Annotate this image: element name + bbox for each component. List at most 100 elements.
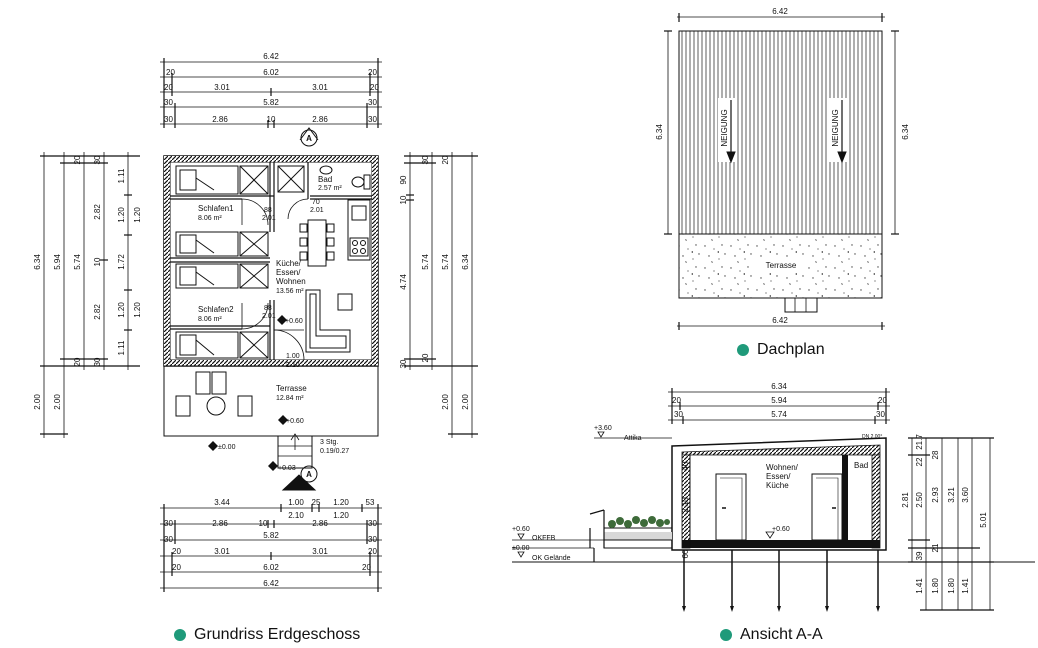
svg-text:2.10: 2.10 xyxy=(681,497,690,513)
svg-text:30: 30 xyxy=(93,155,102,164)
svg-text:1.20: 1.20 xyxy=(333,511,349,520)
svg-text:+0.03: +0.03 xyxy=(278,465,296,472)
svg-text:40: 40 xyxy=(681,461,690,470)
svg-text:Wohnen: Wohnen xyxy=(276,277,306,286)
svg-text:1.41: 1.41 xyxy=(961,578,970,594)
svg-text:1.20: 1.20 xyxy=(117,207,126,223)
svg-text:5.82: 5.82 xyxy=(263,98,279,107)
svg-text:25: 25 xyxy=(312,498,321,507)
svg-text:2.82: 2.82 xyxy=(93,204,102,220)
svg-text:1.00: 1.00 xyxy=(288,498,304,507)
svg-text:2.10: 2.10 xyxy=(286,362,300,369)
svg-text:±0.00: ±0.00 xyxy=(512,545,530,552)
svg-text:2.00: 2.00 xyxy=(53,394,62,410)
svg-text:20: 20 xyxy=(672,396,681,405)
svg-text:1.20: 1.20 xyxy=(133,302,142,318)
svg-text:6.42: 6.42 xyxy=(772,316,788,325)
section-marker-top xyxy=(299,127,319,147)
svg-text:3.21: 3.21 xyxy=(947,487,956,503)
svg-text:30: 30 xyxy=(368,115,377,124)
svg-text:1.20: 1.20 xyxy=(133,207,142,223)
svg-text:6.34: 6.34 xyxy=(461,254,470,270)
roof-labels: 6.42 6.42 6.34 6.34 NEIGUNG NEIGUNG Terr… xyxy=(655,7,910,325)
svg-text:2.86: 2.86 xyxy=(212,115,228,124)
svg-text:5.94: 5.94 xyxy=(53,254,62,270)
svg-text:20: 20 xyxy=(73,357,82,366)
svg-text:20: 20 xyxy=(368,547,377,556)
svg-text:+3.60: +3.60 xyxy=(594,425,612,432)
svg-text:20: 20 xyxy=(441,155,450,164)
svg-text:5.74: 5.74 xyxy=(441,254,450,270)
svg-text:4.74: 4.74 xyxy=(399,274,408,290)
svg-text:Bad: Bad xyxy=(854,461,868,470)
svg-text:2.01: 2.01 xyxy=(262,313,276,320)
svg-text:30: 30 xyxy=(93,357,102,366)
svg-text:5.74: 5.74 xyxy=(73,254,82,270)
svg-text:10: 10 xyxy=(93,257,102,266)
svg-text:5.74: 5.74 xyxy=(421,254,430,270)
svg-text:20: 20 xyxy=(172,563,181,572)
svg-text:Schlafen1: Schlafen1 xyxy=(198,204,234,213)
bullet-dot-icon xyxy=(174,629,186,641)
svg-text:70: 70 xyxy=(312,199,320,206)
svg-text:30: 30 xyxy=(164,115,173,124)
svg-text:1.00: 1.00 xyxy=(286,353,300,360)
svg-text:2.00: 2.00 xyxy=(461,394,470,410)
svg-text:Wohnen/: Wohnen/ xyxy=(766,463,799,472)
caption-section-text: Ansicht A-A xyxy=(740,626,823,643)
svg-text:NEIGUNG: NEIGUNG xyxy=(831,109,840,146)
svg-text:10: 10 xyxy=(259,519,268,528)
svg-text:1.11: 1.11 xyxy=(117,168,126,184)
svg-text:2.50: 2.50 xyxy=(915,492,924,508)
svg-text:12.84 m²: 12.84 m² xyxy=(276,395,304,402)
svg-text:Küche: Küche xyxy=(766,481,789,490)
svg-text:6.02: 6.02 xyxy=(263,68,279,77)
section-marker-bottom xyxy=(281,465,318,491)
svg-text:+0.60: +0.60 xyxy=(512,526,530,533)
svg-text:+0.60: +0.60 xyxy=(285,318,303,325)
svg-text:3.01: 3.01 xyxy=(214,547,230,556)
svg-text:39: 39 xyxy=(915,551,924,560)
section-labels: 6.34 20 5.94 20 30 5.74 30 +3.60 Attika … xyxy=(512,382,988,594)
svg-text:30: 30 xyxy=(164,519,173,528)
caption-floorplan-text: Grundriss Erdgeschoss xyxy=(194,626,361,643)
svg-text:2.93: 2.93 xyxy=(931,487,940,503)
svg-text:5.94: 5.94 xyxy=(771,396,787,405)
svg-text:2.01: 2.01 xyxy=(262,215,276,222)
svg-text:Essen/: Essen/ xyxy=(766,472,791,481)
svg-text:30: 30 xyxy=(421,155,430,164)
svg-text:6.34: 6.34 xyxy=(771,382,787,391)
svg-text:Küche/: Küche/ xyxy=(276,259,302,268)
svg-text:3.44: 3.44 xyxy=(214,498,230,507)
svg-text:20: 20 xyxy=(370,83,379,92)
svg-text:20: 20 xyxy=(878,396,887,405)
svg-text:2.82: 2.82 xyxy=(93,304,102,320)
svg-text:Essen/: Essen/ xyxy=(276,268,301,277)
svg-text:Terrasse: Terrasse xyxy=(276,384,307,393)
svg-text:30: 30 xyxy=(368,535,377,544)
svg-text:3.60: 3.60 xyxy=(961,487,970,503)
svg-text:2.00: 2.00 xyxy=(33,394,42,410)
svg-text:90: 90 xyxy=(399,175,408,184)
svg-text:1.11: 1.11 xyxy=(117,340,126,356)
svg-text:+0.60: +0.60 xyxy=(286,418,304,425)
dim-top-642: 6.42 xyxy=(263,52,279,61)
svg-text:10: 10 xyxy=(267,115,276,124)
svg-text:20: 20 xyxy=(172,547,181,556)
svg-text:1.41: 1.41 xyxy=(915,578,924,594)
svg-text:20: 20 xyxy=(164,83,173,92)
floorplan-dims-bottom xyxy=(160,504,382,592)
svg-text:2.10: 2.10 xyxy=(288,511,304,520)
svg-text:+0.60: +0.60 xyxy=(772,526,790,533)
svg-text:2.81: 2.81 xyxy=(901,492,910,508)
section-view xyxy=(512,388,1035,612)
svg-text:13.56 m²: 13.56 m² xyxy=(276,288,304,295)
svg-text:6.02: 6.02 xyxy=(263,563,279,572)
caption-section: Ansicht A-A xyxy=(720,626,823,644)
svg-text:OK Gelände: OK Gelände xyxy=(532,555,571,562)
svg-text:OKFFB: OKFFB xyxy=(532,535,556,542)
svg-text:1.80: 1.80 xyxy=(947,578,956,594)
svg-text:28: 28 xyxy=(931,450,940,459)
caption-floorplan: Grundriss Erdgeschoss xyxy=(174,626,360,644)
